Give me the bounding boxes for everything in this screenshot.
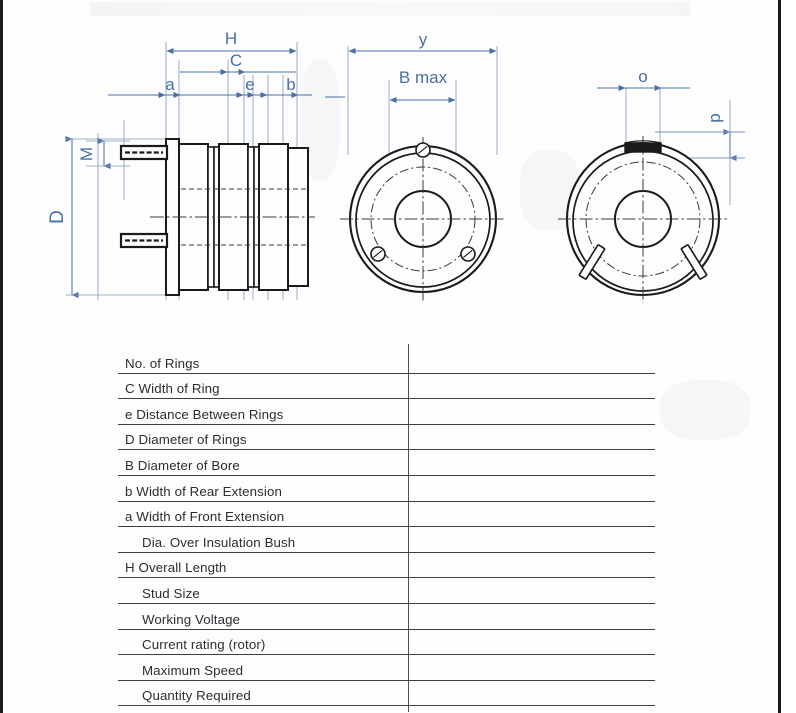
row-rule	[118, 372, 655, 374]
spec-label: Working Voltage	[142, 611, 241, 627]
table-row[interactable]: a Width of Front Extension	[118, 502, 655, 528]
drawing-sheet	[3, 16, 778, 713]
dimension-M: M	[77, 138, 130, 169]
scan-artifact-top	[90, 2, 690, 16]
row-rule	[118, 602, 655, 604]
page-border-left	[0, 0, 3, 713]
dim-label-p: p	[705, 113, 724, 122]
table-row[interactable]: Stud Size	[118, 578, 655, 604]
spec-label: a Width of Front Extension	[125, 509, 285, 525]
stud-bottom	[119, 232, 169, 249]
table-row[interactable]: Current rating (rotor)	[118, 630, 655, 656]
table-column-divider	[408, 344, 409, 712]
table-row[interactable]: e Distance Between Rings	[118, 399, 655, 425]
dim-label-D: D	[47, 210, 68, 224]
dimension-D: D	[47, 136, 170, 298]
row-rule	[118, 654, 655, 656]
dim-label-e: e	[245, 75, 254, 94]
dim-label-B-max: B max	[399, 68, 448, 87]
spec-label: Current rating (rotor)	[142, 637, 266, 653]
row-rule	[118, 423, 655, 425]
page-border-right	[778, 0, 781, 713]
specification-table: No. of Rings C Width of Ring e Distance …	[0, 340, 796, 713]
brush-slot-top	[624, 140, 662, 153]
spec-label: B Diameter of Bore	[125, 457, 240, 473]
row-rule	[118, 705, 655, 707]
spec-label: C Width of Ring	[125, 381, 220, 397]
technical-drawing-area: H C a e b	[0, 0, 796, 340]
spec-label: H Overall Length	[125, 560, 227, 576]
table-row[interactable]: Quantity Required	[118, 681, 655, 707]
brush-slot-left	[578, 244, 606, 280]
dimension-y: y	[348, 30, 497, 54]
row-rule	[118, 526, 655, 528]
table-row[interactable]: Working Voltage	[118, 604, 655, 630]
dimension-chain-a-e-b: a e b	[108, 75, 312, 98]
row-rule	[118, 679, 655, 681]
spec-label: Quantity Required	[142, 688, 251, 704]
brush-slot-right	[680, 244, 708, 280]
spec-label: Stud Size	[142, 585, 200, 601]
dim-label-o: o	[638, 67, 647, 86]
spec-label: e Distance Between Rings	[125, 406, 284, 422]
dim-label-y: y	[419, 30, 428, 49]
spec-label: No. of Rings	[125, 355, 200, 371]
row-rule	[118, 449, 655, 451]
side-section-view: H C a e b	[47, 29, 315, 300]
dim-label-C: C	[230, 51, 242, 70]
page-margin-right	[781, 0, 796, 713]
spec-label: Maximum Speed	[142, 662, 244, 678]
spec-label: b Width of Rear Extension	[125, 483, 282, 499]
table-row[interactable]: H Overall Length	[118, 553, 655, 579]
row-rule	[118, 551, 655, 553]
row-rule	[118, 500, 655, 502]
table-row[interactable]: b Width of Rear Extension	[118, 476, 655, 502]
dimension-H: H	[166, 29, 297, 54]
front-end-view: y B max	[325, 30, 506, 302]
table-row[interactable]: Maximum Speed	[118, 655, 655, 681]
dim-label-a: a	[165, 75, 175, 94]
dim-label-b: b	[286, 75, 295, 94]
rear-end-view: o p	[558, 67, 745, 303]
stud-top	[119, 144, 169, 161]
dim-label-H: H	[225, 29, 237, 48]
dim-label-M: M	[77, 147, 96, 161]
table-row[interactable]: No. of Rings	[118, 348, 655, 374]
spec-label: Dia. Over Insulation Bush	[142, 534, 296, 550]
table-row[interactable]: B Diameter of Bore	[118, 450, 655, 476]
spec-label: D Diameter of Rings	[125, 432, 247, 448]
row-rule	[118, 628, 655, 630]
table-row[interactable]: C Width of Ring	[118, 374, 655, 400]
dimension-C: C	[180, 51, 296, 75]
dimension-B-max: B max	[389, 68, 456, 103]
dimension-o: o	[597, 67, 690, 91]
row-rule	[118, 577, 655, 579]
table-row[interactable]: Dia. Over Insulation Bush	[118, 527, 655, 553]
scan-noise	[660, 380, 750, 440]
row-rule	[118, 398, 655, 400]
table-row[interactable]: D Diameter of Rings	[118, 425, 655, 451]
row-rule	[118, 474, 655, 476]
